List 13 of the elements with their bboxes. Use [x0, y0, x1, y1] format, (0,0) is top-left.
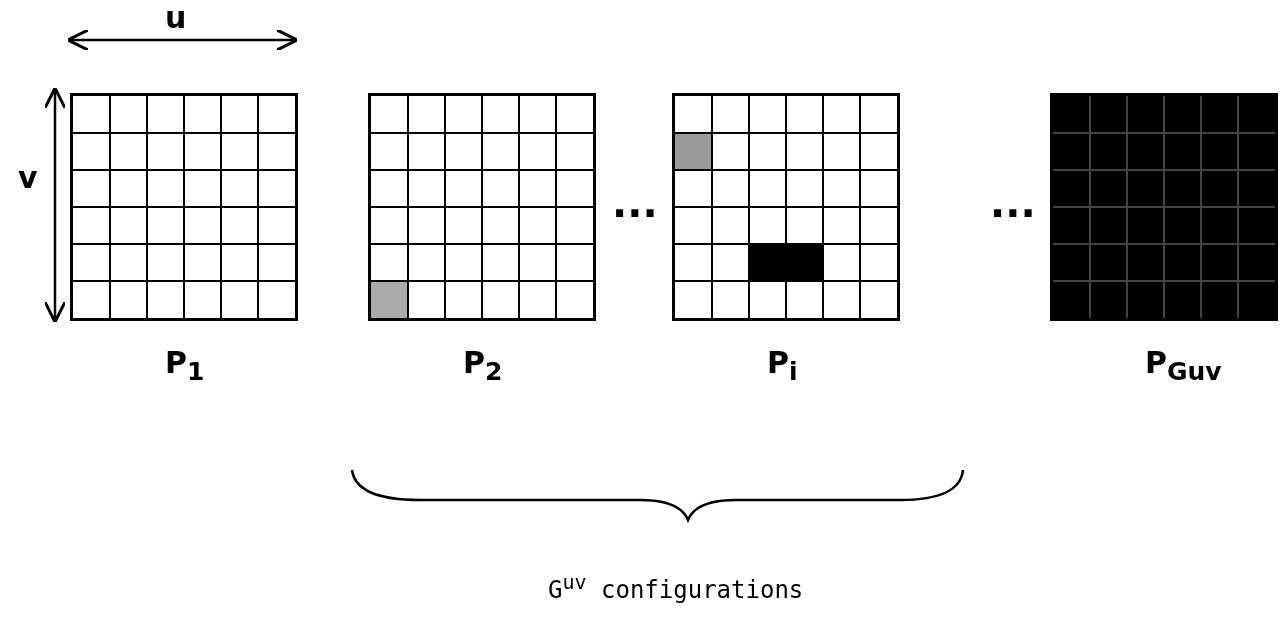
grid-caption: P$_{1}$ [165, 345, 205, 386]
dimension-label: v [18, 160, 38, 195]
ellipsis: ... [990, 180, 1036, 226]
grid-drawing [368, 93, 596, 321]
grid-caption: P$_{Guv}$ [1145, 345, 1222, 386]
group-caption: G$^{uv}$ configurations [548, 570, 804, 604]
grid-drawing [672, 93, 900, 321]
grid-drawing [1050, 93, 1278, 321]
ellipsis: ... [612, 180, 658, 226]
grid-drawing [70, 93, 298, 321]
grid-caption: P$_{i}$ [767, 345, 798, 386]
dimension-label: u [165, 0, 187, 35]
grid-caption: P$_{2}$ [463, 345, 503, 386]
